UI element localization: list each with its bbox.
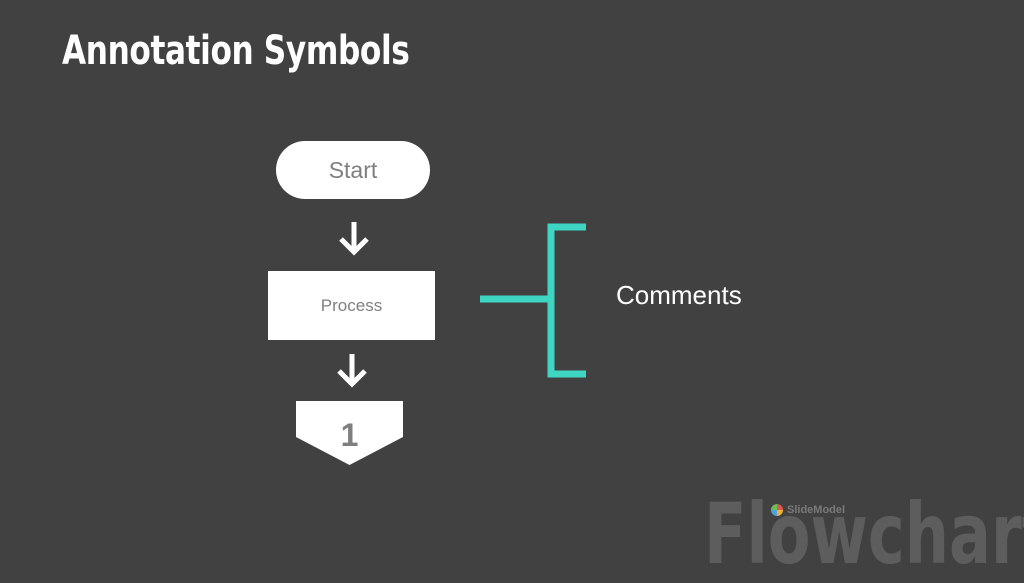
brand-name: SlideModel: [787, 504, 846, 516]
arrow-down-icon: [339, 222, 369, 256]
watermark-title: Flowchart: [704, 485, 1024, 583]
start-label: Start: [328, 156, 378, 183]
process-box: Process: [268, 271, 435, 340]
connector-label: 1: [341, 417, 359, 453]
slidemodel-logo-icon: [771, 504, 783, 516]
process-label: Process: [320, 295, 383, 315]
brand-mark: SlideModel: [770, 503, 845, 517]
arrow-down-icon: [337, 354, 367, 388]
start-terminator: Start: [276, 141, 430, 199]
off-page-connector: 1: [296, 401, 403, 465]
annotation-bracket: [480, 223, 586, 378]
annotation-comment: Comments: [616, 280, 742, 310]
slide-title: Annotation Symbols: [62, 28, 410, 74]
